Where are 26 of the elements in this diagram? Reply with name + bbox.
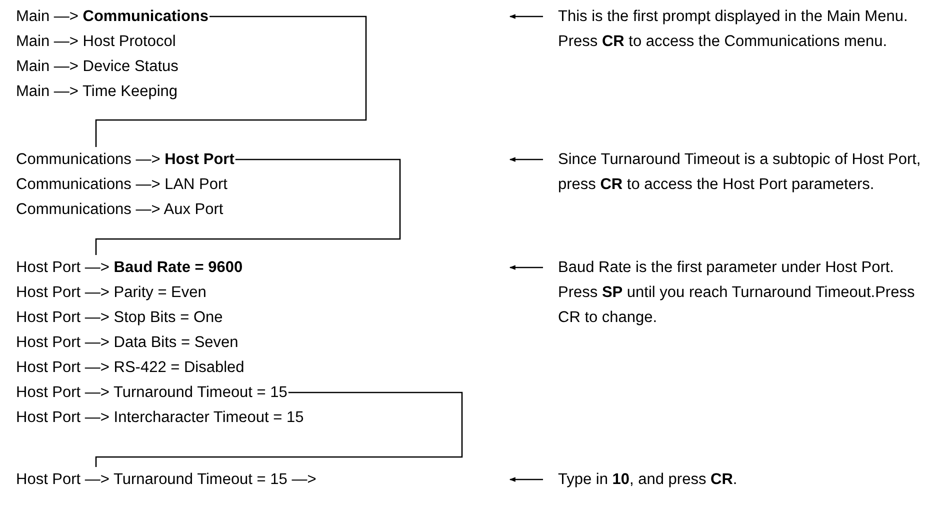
menu-prompt-text: Host Port —> RS-422 = Disabled bbox=[16, 355, 244, 380]
menu-prompt-text: Communications —> LAN Port bbox=[16, 172, 228, 197]
menu-prompt-text: Host Port —> Baud Rate = 9600 bbox=[16, 255, 243, 280]
menu-prompt-text: Host Port —> Stop Bits = One bbox=[16, 305, 223, 330]
arrow bbox=[509, 265, 543, 270]
connector-line bbox=[95, 392, 463, 467]
arrow bbox=[509, 14, 543, 19]
menu-prompt-text: Host Port —> Turnaround Timeout = 15 bbox=[16, 380, 288, 405]
arrow bbox=[509, 477, 543, 482]
menu-prompt-text: Main —> Communications bbox=[16, 4, 208, 29]
arrow bbox=[509, 157, 543, 162]
menu-prompt-text: Host Port —> Intercharacter Timeout = 15 bbox=[16, 405, 304, 430]
connector-line bbox=[95, 158, 401, 255]
menu-prompt-text: Host Port —> Parity = Even bbox=[16, 280, 206, 305]
note-text: Since Turnaround Timeout is a subtopic of Host Port, press CR to access the Host Port parameters. bbox=[558, 147, 926, 197]
note-text: This is the first prompt displayed in the Main Menu. Press CR to access the Communications menu. bbox=[558, 4, 926, 54]
menu-prompt-text: Host Port —> Data Bits = Seven bbox=[16, 330, 238, 355]
menu-prompt-text: Main —> Time Keeping bbox=[16, 79, 178, 104]
note-text: Type in 10, and press CR. bbox=[558, 467, 926, 492]
menu-prompt-text: Communications —> Aux Port bbox=[16, 197, 224, 222]
note-text: Baud Rate is the first parameter under Host Port. Press SP until you reach Turnaround Timeout.Press CR to change. bbox=[558, 255, 926, 330]
connector-line bbox=[95, 16, 367, 147]
menu-prompt-text: Communications —> Host Port bbox=[16, 147, 234, 172]
menu-prompt-text: Main —> Device Status bbox=[16, 54, 178, 79]
menu-prompt-text: Host Port —> Turnaround Timeout = 15 —> bbox=[16, 467, 316, 492]
menu-prompt-text: Main —> Host Protocol bbox=[16, 29, 176, 54]
